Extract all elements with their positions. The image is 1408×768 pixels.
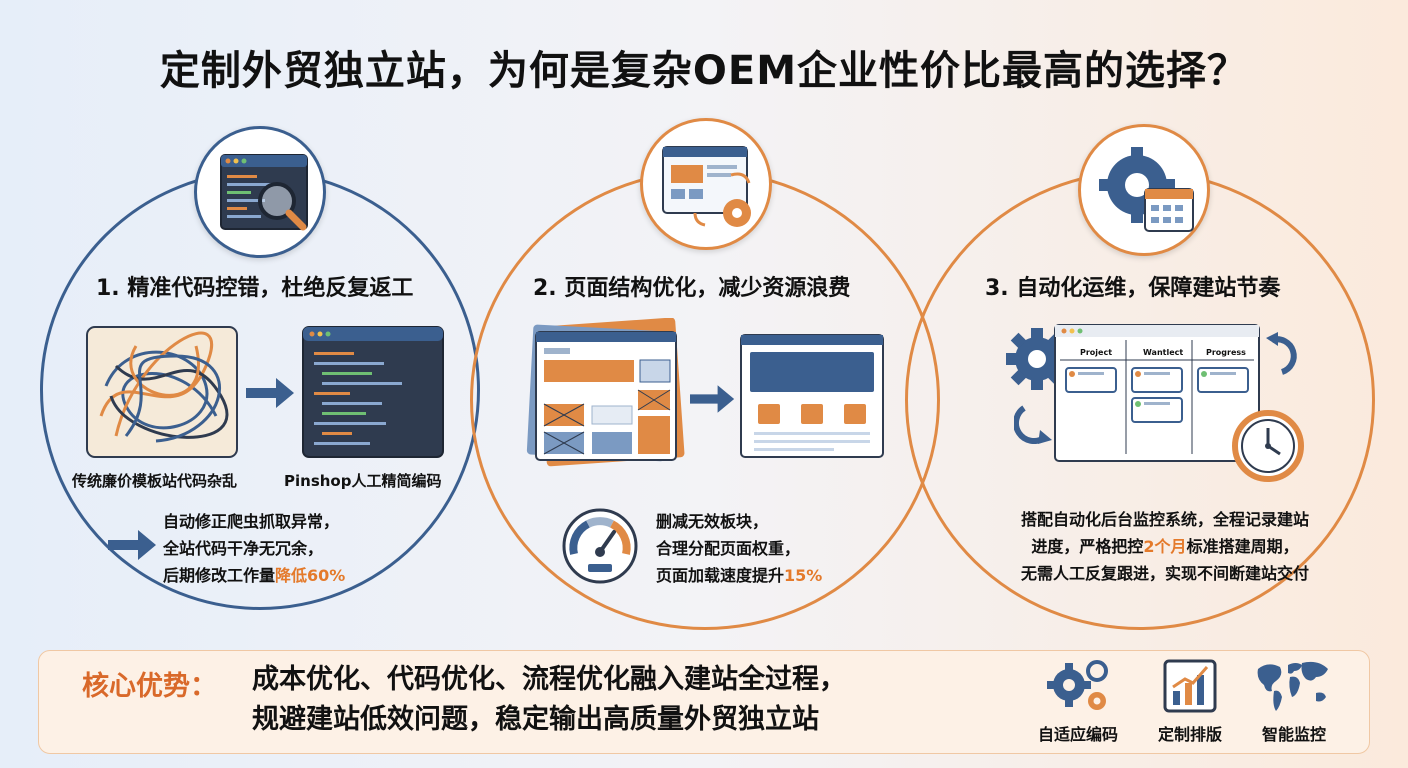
feature-adaptive-coding: 自适应编码: [1018, 655, 1138, 745]
section-3-text: 搭配自动化后台监控系统，全程记录建站 进度，严格把控2个月标准搭建周期， 无需人…: [975, 506, 1355, 587]
highlight-value: 2个月: [1143, 537, 1187, 556]
board-column-progress: Progress: [1206, 348, 1246, 357]
caption-pinshop: Pinshop人工精简编码: [284, 472, 442, 490]
clock-icon: [1232, 410, 1304, 482]
core-text: 成本优化、代码优化、流程优化融入建站全过程， 规避建站低效问题，稳定输出高质量外…: [252, 660, 846, 740]
core-line: 成本优化、代码优化、流程优化融入建站全过程，: [252, 664, 846, 695]
layout-optimize-icon: [640, 118, 772, 250]
section-3-title: 3. 自动化运维，保障建站节奏: [985, 276, 1281, 301]
refresh-arrow-icon: [1014, 405, 1052, 444]
refresh-arrow-icon: [1266, 332, 1297, 375]
clean-code-icon: [302, 326, 444, 458]
core-line: 规避建站低效问题，稳定输出高质量外贸独立站: [252, 704, 819, 735]
section-1-line: 全站代码干净无冗余，: [163, 539, 324, 558]
section-1-text: 自动修正爬虫抓取异常， 全站代码干净无冗余， 后期修改工作量降低60%: [163, 508, 345, 589]
gear-calendar-icon: [1078, 124, 1210, 256]
section-2-line: 删减无效板块，: [656, 512, 769, 531]
section-2-text: 删减无效板块， 合理分配页面权重， 页面加载速度提升15%: [656, 508, 822, 589]
section-2-title: 2. 页面结构优化，减少资源浪费: [533, 276, 851, 301]
feature-smart-monitor: 智能监控: [1234, 655, 1354, 745]
section-1-title: 1. 精准代码控错，杜绝反复返工: [96, 276, 414, 301]
task-board-icon: [1054, 324, 1260, 462]
tangled-code-icon: [86, 326, 238, 458]
arrow-right-icon: [690, 385, 735, 413]
optimized-layout-icon: [740, 334, 884, 458]
arrow-right-icon: [246, 378, 294, 408]
section-1-line: 自动修正爬虫抓取异常，: [163, 512, 340, 531]
feature-label: 智能监控: [1261, 725, 1326, 744]
core-label: 核心优势：: [82, 671, 217, 702]
section-1-line: 后期修改工作量降低60%: [163, 566, 346, 585]
section-2-line: 页面加载速度提升15%: [656, 566, 823, 585]
highlight-value: 降低60%: [275, 566, 346, 585]
gears-icon: [1047, 660, 1108, 710]
code-search-icon: [194, 126, 326, 258]
highlight-value: 15%: [784, 566, 823, 585]
section-3-line: 搭配自动化后台监控系统，全程记录建站: [1020, 510, 1309, 529]
board-column-project: Project: [1080, 348, 1113, 357]
core-advantage-bar: [38, 650, 1370, 754]
section-3-line: 进度，严格把控2个月标准搭建周期，: [1031, 537, 1299, 556]
board-column-wantlect: Wantlect: [1143, 348, 1184, 357]
feature-custom-layout: 定制排版: [1130, 655, 1250, 745]
feature-label: 自适应编码: [1037, 725, 1118, 744]
caption-traditional: 传统廉价模板站代码杂乱: [72, 472, 238, 490]
page-title: 定制外贸独立站，为何是复杂OEM企业性价比最高的选择？: [159, 48, 1249, 94]
feature-label: 定制排版: [1157, 725, 1222, 744]
growth-chart-icon: [1163, 659, 1217, 713]
world-map-icon: [1257, 661, 1328, 711]
messy-layout-icon: [526, 318, 685, 467]
section-3-line: 无需人工反复跟进，实现不间断建站交付: [1020, 564, 1309, 583]
section-2-line: 合理分配页面权重，: [656, 539, 801, 558]
speedometer-icon: [562, 508, 638, 584]
arrow-right-icon: [108, 530, 156, 560]
